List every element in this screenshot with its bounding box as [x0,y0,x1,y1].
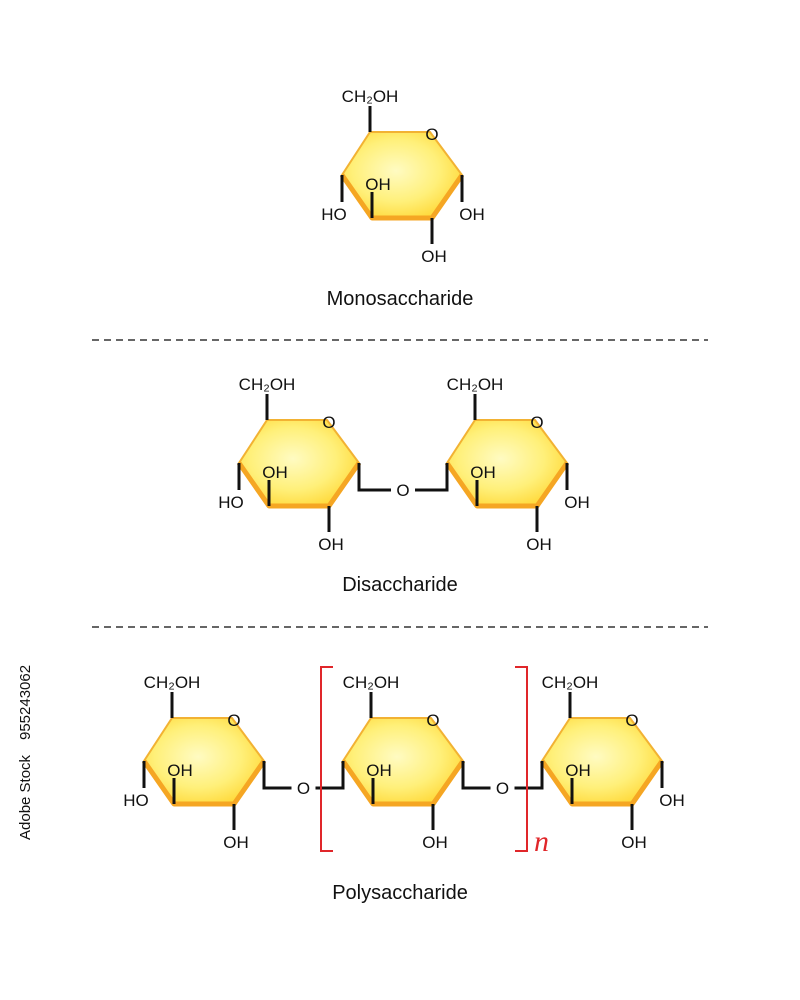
glycosidic-oxygen-label: O [396,481,409,500]
c4-oh-label: HO [218,493,244,512]
glycosidic-bond-left [262,761,292,790]
repeat-bracket-right [515,666,528,852]
c2-oh-label: OH [422,833,448,852]
ring-front-edge [340,759,466,807]
ch2oh-label: CH₂OH [239,375,296,394]
ch2oh-label: CH₂OH [447,375,504,394]
caption-disaccharide: Disaccharide [342,574,458,596]
ring-front-edge [539,759,665,807]
c1-oh-label: OH [564,493,590,512]
ring-oxygen-label: O [322,413,335,432]
ring-oxygen-label: O [425,125,438,144]
ch2oh-label: CH₂OH [342,87,399,106]
watermark-number: 955243062 [17,665,34,740]
repeat-subscript-n: n [534,825,549,858]
c2-oh-label: OH [421,247,447,266]
c2-oh-label: OH [318,535,344,554]
c2-oh-label: OH [526,535,552,554]
glycosidic-bond-left [461,761,491,790]
ring-oxygen-label: O [530,413,543,432]
ring-front-edge [339,173,465,221]
c3-oh-label: OH [470,463,496,482]
repeat-bracket-left [320,666,333,852]
c1-oh-label: OH [659,791,685,810]
glycosidic-link: O [357,463,449,500]
c2-oh-label: OH [223,833,249,852]
c1-oh-label: OH [459,205,485,224]
c4-oh-label: HO [321,205,347,224]
ch2oh-label: CH₂OH [343,673,400,692]
glycosidic-bond-right [514,761,544,790]
glycosidic-link: O [262,761,345,798]
watermark-stock-id: Adobe Stock 955243062 [17,665,34,840]
glycosidic-oxygen-label: O [496,779,509,798]
caption-monosaccharide: Monosaccharide [327,288,474,310]
c3-oh-label: OH [365,175,391,194]
ring-front-edge [236,461,362,509]
ring-front-edge [444,461,570,509]
glucose-ring: O CH₂OH OH OH HO [218,375,362,554]
glucose-ring: O CH₂OH OH OH OH [539,673,685,852]
c3-oh-label: OH [167,761,193,780]
caption-polysaccharide: Polysaccharide [332,882,468,904]
glycosidic-oxygen-label: O [297,779,310,798]
watermark-brand: Adobe Stock [17,754,34,840]
glycosidic-bond-right [415,463,449,492]
c3-oh-label: OH [366,761,392,780]
c2-oh-label: OH [621,833,647,852]
glycosidic-bond-left [357,463,391,492]
ch2oh-label: CH₂OH [144,673,201,692]
glucose-ring: O CH₂OH OH OH HO OH [321,87,485,266]
c4-oh-label: HO [123,791,149,810]
glycosidic-bond-right [315,761,345,790]
c3-oh-label: OH [262,463,288,482]
c3-oh-label: OH [565,761,591,780]
ring-oxygen-label: O [625,711,638,730]
glucose-ring: O CH₂OH OH OH OH [444,375,590,554]
ch2oh-label: CH₂OH [542,673,599,692]
glycosidic-link: O [461,761,544,798]
glucose-ring: O CH₂OH OH OH HO [123,673,267,852]
glucose-ring: O CH₂OH OH OH [340,673,466,852]
ring-oxygen-label: O [426,711,439,730]
ring-front-edge [141,759,267,807]
ring-oxygen-label: O [227,711,240,730]
